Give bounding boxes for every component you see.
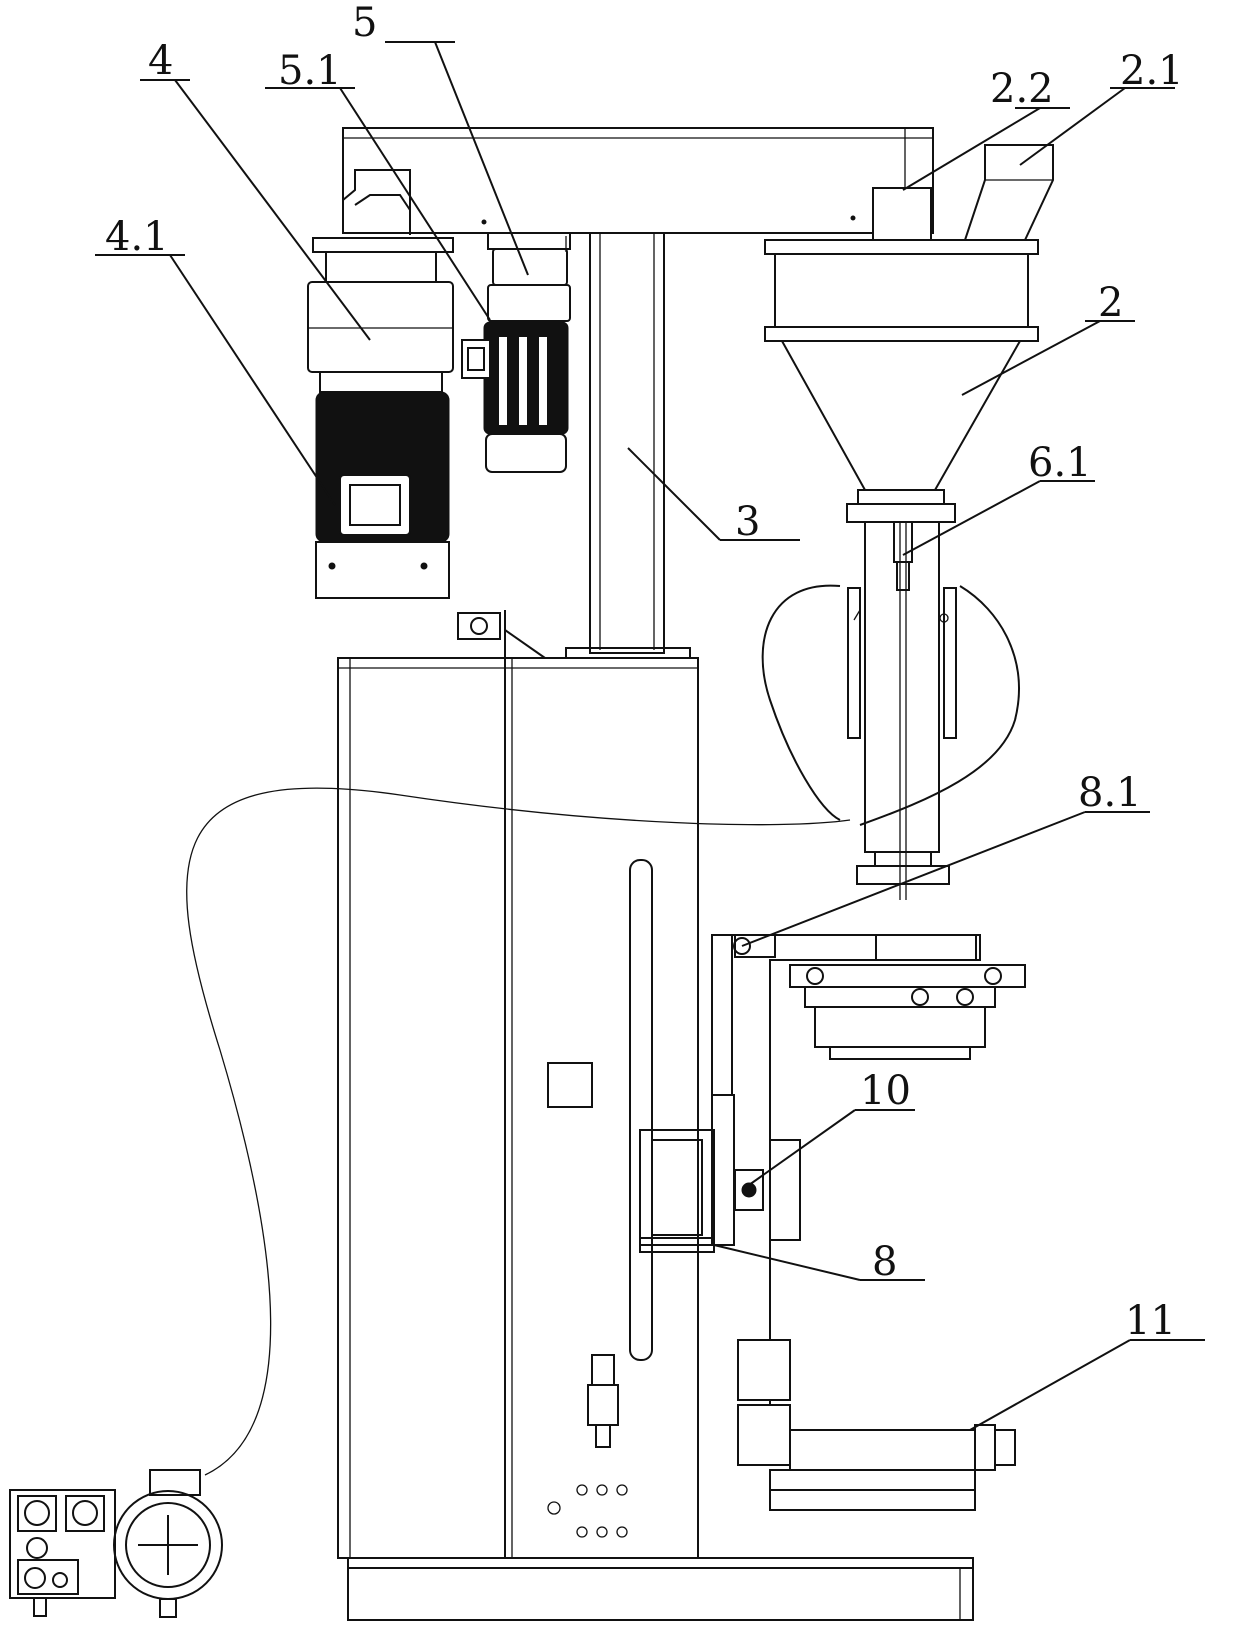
label-2-1: 2.1 <box>1120 48 1184 94</box>
column-3 <box>565 232 691 659</box>
label-5-1: 5.1 <box>278 48 342 94</box>
motor-4 <box>307 130 454 599</box>
label-4: 4 <box>148 38 173 84</box>
hopper-2 <box>764 144 1054 523</box>
label-11: 11 <box>1125 1298 1176 1344</box>
cable <box>186 787 851 1476</box>
control-box <box>9 1469 223 1618</box>
label-10: 10 <box>860 1068 911 1114</box>
motor-5 <box>461 232 571 473</box>
label-3: 3 <box>735 499 760 545</box>
leader-lines <box>95 41 1205 1431</box>
main-cabinet <box>337 610 974 1621</box>
top-beam <box>342 127 934 234</box>
label-5: 5 <box>352 0 377 46</box>
label-8: 8 <box>872 1239 897 1285</box>
label-8-1: 8.1 <box>1078 770 1142 816</box>
label-2: 2 <box>1098 280 1123 326</box>
filling-tube <box>761 521 1020 900</box>
clamp-arm <box>711 934 1026 1511</box>
label-6-1: 6.1 <box>1028 440 1092 486</box>
label-2-2: 2.2 <box>990 66 1054 112</box>
reference-labels: 5 4 5.1 2.2 2.1 4.1 2 6.1 3 8.1 10 8 11 <box>105 0 1184 1344</box>
label-4-1: 4.1 <box>105 214 169 260</box>
